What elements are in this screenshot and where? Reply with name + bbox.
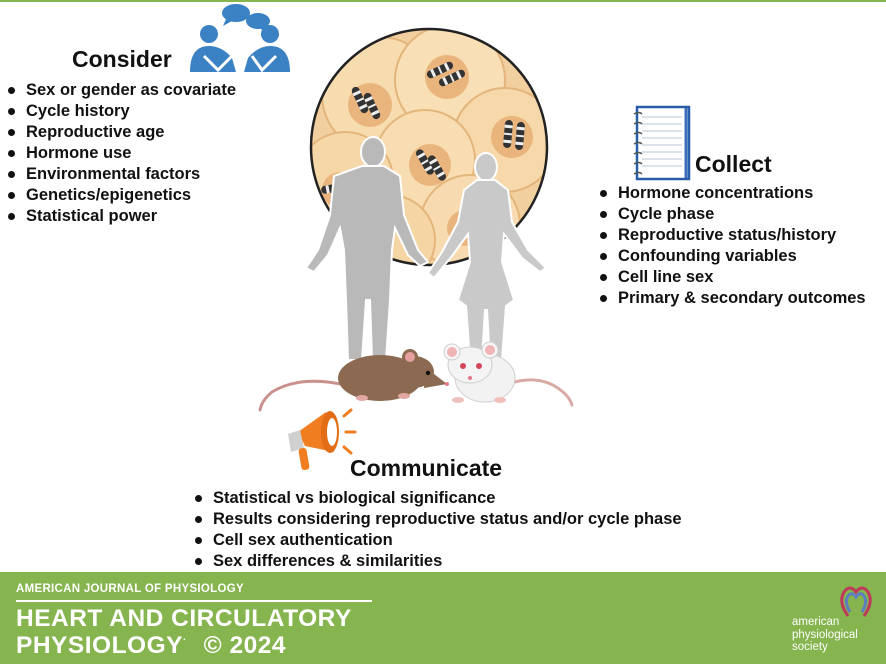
aps-text-line: society	[792, 641, 828, 653]
list-item: Cell sex authentication	[191, 530, 682, 551]
list-item: Genetics/epigenetics	[4, 185, 236, 206]
people-discussion-icon	[190, 4, 290, 73]
journal-divider	[16, 600, 372, 602]
list-item: Hormone use	[4, 143, 236, 164]
list-item: Reproductive age	[4, 122, 236, 143]
aps-text-line: physiological	[792, 628, 858, 641]
journal-title-line1: HEART AND CIRCULATORY	[16, 605, 352, 632]
list-item: Reproductive status/history	[596, 225, 866, 246]
journal-title-physiology: PHYSIOLOGY	[16, 632, 184, 659]
aps-text-line: american	[792, 616, 840, 628]
consider-title: Consider	[72, 46, 172, 72]
collect-list: Hormone concentrations Cycle phase Repro…	[596, 183, 866, 309]
list-item: Environmental factors	[4, 164, 236, 185]
illustration-layer	[190, 4, 691, 471]
list-item: Sex differences & similarities	[191, 551, 682, 572]
list-item: Sex or gender as covariate	[4, 80, 236, 101]
list-item: Statistical vs biological significance	[191, 488, 682, 509]
consider-list: Sex or gender as covariate Cycle history…	[4, 80, 236, 227]
list-item: Statistical power	[4, 206, 236, 227]
notebook-icon	[633, 105, 691, 181]
registered-mark: .	[183, 632, 187, 643]
mice	[258, 341, 574, 412]
communicate-title: Communicate	[350, 455, 503, 481]
list-item: Cycle history	[4, 101, 236, 122]
top-rule	[0, 0, 886, 2]
aps-logo-icon	[840, 586, 872, 617]
journal-footer: AMERICAN JOURNAL OF PHYSIOLOGY HEART AND…	[0, 572, 886, 664]
list-item: Hormone concentrations	[596, 183, 866, 204]
journal-name: AMERICAN JOURNAL OF PHYSIOLOGY	[16, 583, 244, 595]
copyright-text: © 2024	[203, 632, 286, 659]
aps-society-name: american physiological society	[792, 616, 858, 654]
list-item: Confounding variables	[596, 246, 866, 267]
list-item: Cell line sex	[596, 267, 866, 288]
human-figures	[304, 136, 548, 361]
communicate-list: Statistical vs biological significance R…	[191, 488, 682, 572]
megaphone-icon	[288, 408, 357, 471]
list-item: Primary & secondary outcomes	[596, 288, 866, 309]
list-item: Cycle phase	[596, 204, 866, 225]
list-item: Results considering reproductive status …	[191, 509, 682, 530]
journal-title-line2: PHYSIOLOGY. © 2024	[16, 632, 286, 660]
collect-title: Collect	[695, 151, 772, 177]
